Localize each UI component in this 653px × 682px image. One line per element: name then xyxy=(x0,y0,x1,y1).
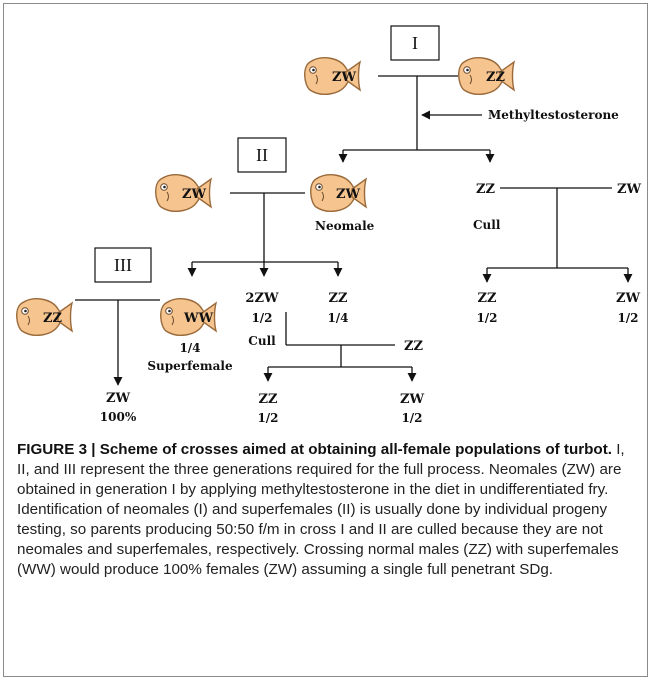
superfemale-label: Superfemale xyxy=(147,359,233,373)
fish-label-gen2-neomale: ZW xyxy=(336,187,360,202)
gen1-progeny-fraction-2: 1/2 xyxy=(617,311,638,325)
gen3-result-percent: 100% xyxy=(100,410,137,424)
gen2-cull-label: Cull xyxy=(248,334,276,348)
test-cross-progeny-fraction-2: 1/2 xyxy=(401,411,422,425)
generation-label-III: III xyxy=(114,255,132,275)
gen1-progeny-fraction-1: 1/2 xyxy=(476,311,497,325)
gen1-offspring-partner-zw: ZW xyxy=(617,182,641,197)
generation-label-I: I xyxy=(412,33,418,53)
generation-box-II xyxy=(237,137,287,173)
gen2-progeny-genotype-zz: ZZ xyxy=(329,291,348,306)
test-cross-progeny-genotype-1: ZZ xyxy=(259,392,278,407)
fish-label-gen1-male: ZZ xyxy=(486,70,505,85)
caption-body: I, II, and III represent the three gener… xyxy=(17,441,625,578)
figure-frame xyxy=(3,3,648,677)
gen3-result-genotype: ZW xyxy=(106,391,130,406)
gen1-progeny-genotype-1: ZZ xyxy=(478,291,497,306)
gen2-progeny-genotype-2zw: 2ZW xyxy=(245,291,279,306)
fish-label-gen1-female: ZW xyxy=(332,70,356,85)
gen1-offspring-zz: ZZ xyxy=(476,182,495,197)
generation-box-III xyxy=(94,247,152,283)
methyltestosterone-label: Methyltestosterone xyxy=(488,108,619,122)
figure-caption: FIGURE 3 | Scheme of crosses aimed at ob… xyxy=(17,440,637,580)
caption-heading: FIGURE 3 | Scheme of crosses aimed at ob… xyxy=(17,441,612,458)
gen2-progeny-fraction-zz: 1/4 xyxy=(327,311,348,325)
gen2-progeny-fraction-2zw: 1/2 xyxy=(251,311,272,325)
crossing-scheme-diagram: I II III ZW ZZ Methyltestosterone ZW ZW … xyxy=(16,25,641,425)
fish-label-gen3-superfemale: WW xyxy=(183,311,214,326)
gen1-cull-label: Cull xyxy=(473,218,501,232)
generation-box-I xyxy=(390,25,440,61)
fish-label-gen2-female: ZW xyxy=(182,187,206,202)
neomale-label: Neomale xyxy=(315,219,375,233)
test-cross-partner-zz: ZZ xyxy=(404,339,423,354)
generation-label-II: II xyxy=(256,145,268,165)
fish-label-gen3-male: ZZ xyxy=(43,311,62,326)
gen1-progeny-genotype-2: ZW xyxy=(616,291,640,306)
test-cross-progeny-fraction-1: 1/2 xyxy=(257,411,278,425)
gen2-progeny-fraction-ww: 1/4 xyxy=(179,341,200,355)
test-cross-progeny-genotype-2: ZW xyxy=(400,392,424,407)
